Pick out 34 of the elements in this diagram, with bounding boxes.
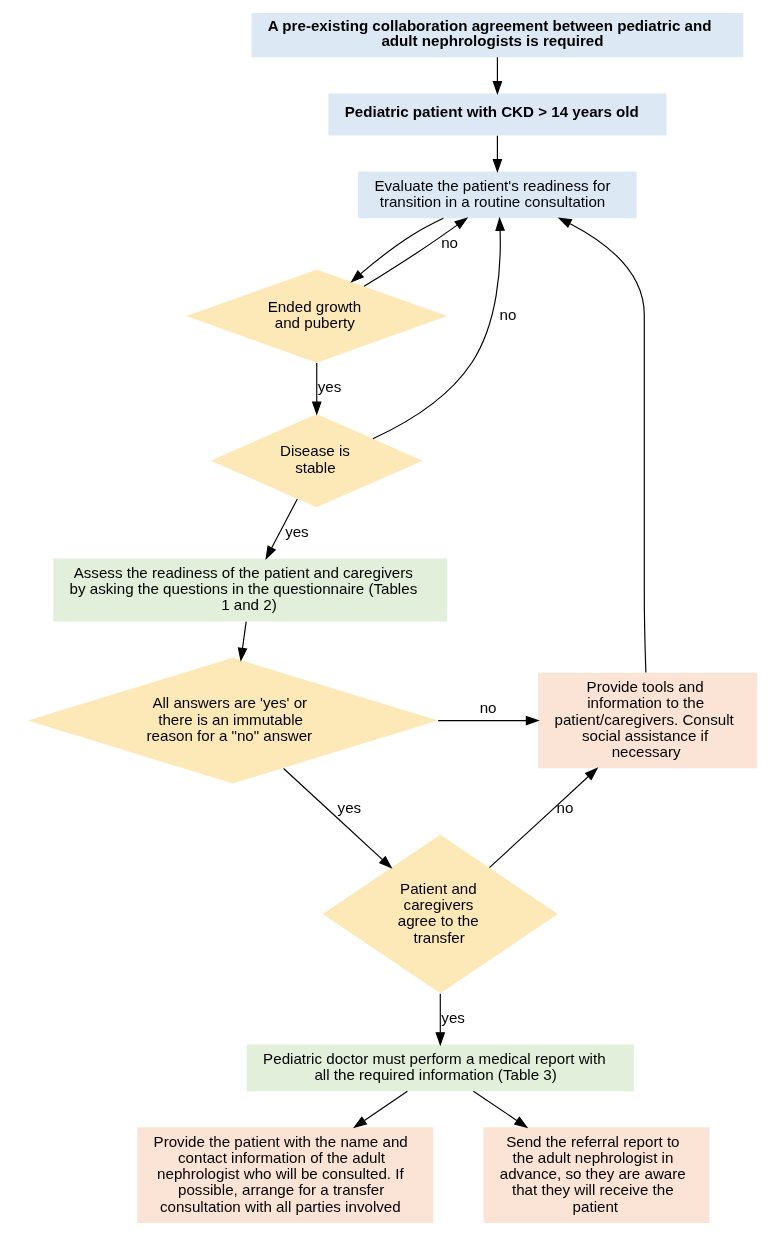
edge-label: no bbox=[556, 799, 573, 817]
arrow bbox=[492, 135, 502, 173]
node-box: Evaluate the patient's readiness for transition in a routine consultation bbox=[357, 171, 637, 219]
arrow bbox=[557, 217, 646, 674]
node-diamond: All answers are 'yes' or there is an immutable reason for a "no" answer bbox=[27, 657, 438, 784]
arrow bbox=[264, 498, 298, 560]
arrow bbox=[488, 767, 598, 869]
node-box: Pediatric doctor must perform a medical report with all the required information (Table 3) bbox=[246, 1044, 634, 1092]
arrow bbox=[362, 217, 468, 287]
arrow bbox=[437, 715, 540, 726]
edge-label: yes bbox=[284, 522, 309, 540]
arrow bbox=[237, 621, 247, 662]
node-box: Assess the readiness of the patient and caregivers by asking the questions in the questionnaire (Tables 1 and 2) bbox=[52, 558, 447, 622]
arrow bbox=[352, 1090, 408, 1129]
arrow bbox=[311, 362, 322, 416]
edge-label: no bbox=[440, 233, 458, 251]
node-box: Send the referral report to the adult nephrologist in advance, so they are aware that they will receive the patient bbox=[482, 1127, 710, 1223]
node-box: A pre-existing collaboration agreement between pediatric and adult nephrologists is required bbox=[250, 13, 743, 58]
edge-label: yes bbox=[337, 799, 361, 817]
arrow bbox=[434, 993, 445, 1047]
edge-label: no bbox=[479, 698, 496, 716]
arrow bbox=[492, 56, 502, 96]
node-box: Provide the patient with the name and contact information of the adult nephrologist who will be consulted. If possible, arrange for a transfer consultation with all parties involved bbox=[136, 1127, 433, 1223]
edge-label: no bbox=[498, 306, 516, 324]
node-box: Provide tools and information to the patient/caregivers. Consult social assistance if necessary bbox=[537, 672, 757, 769]
edge-label: yes bbox=[440, 1008, 465, 1026]
arrow bbox=[371, 216, 505, 440]
arrow bbox=[349, 217, 444, 283]
arrow bbox=[282, 767, 392, 869]
node-diamond: Patient and caregivers agree to the transfer bbox=[322, 834, 558, 994]
arrow bbox=[472, 1090, 528, 1129]
node-diamond: Disease is stable bbox=[210, 414, 423, 508]
node-box: Pediatric patient with CKD > 14 years old bbox=[327, 93, 666, 136]
edge-label: yes bbox=[317, 378, 341, 396]
